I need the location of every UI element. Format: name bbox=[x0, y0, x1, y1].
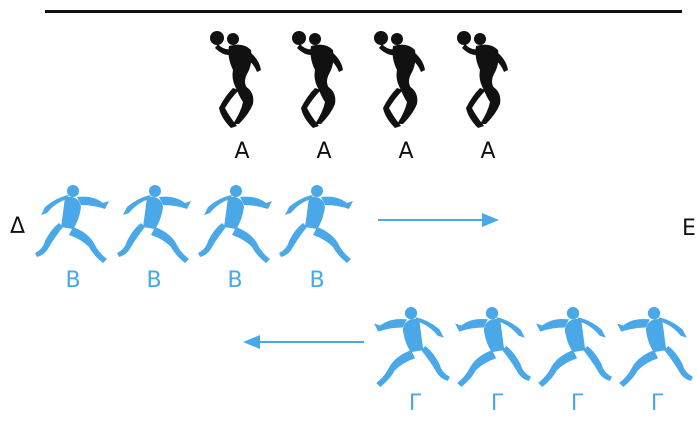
row-a-label: A bbox=[316, 139, 332, 164]
row-b-label: B bbox=[309, 268, 325, 293]
row-c-label: Γ bbox=[490, 391, 504, 416]
row-a-label: A bbox=[234, 139, 250, 164]
runner-icon bbox=[277, 183, 357, 263]
runner-icon bbox=[613, 305, 695, 387]
arrow-icon bbox=[378, 211, 500, 229]
side-label-left: Δ bbox=[10, 214, 26, 239]
discus-thrower-icon bbox=[450, 28, 520, 130]
runner-icon bbox=[532, 305, 614, 387]
row-c-label: Γ bbox=[650, 391, 664, 416]
row-b-label: B bbox=[227, 268, 243, 293]
row-b-label: B bbox=[146, 268, 162, 293]
arrow-icon bbox=[242, 333, 364, 351]
discus-thrower-icon bbox=[203, 28, 273, 130]
runner-icon bbox=[196, 183, 276, 263]
runner-icon bbox=[33, 183, 113, 263]
runner-icon bbox=[370, 305, 452, 387]
row-b-label: B bbox=[65, 268, 81, 293]
top-divider bbox=[45, 10, 682, 13]
runner-icon bbox=[451, 305, 533, 387]
discus-thrower-icon bbox=[285, 28, 355, 130]
runner-icon bbox=[115, 183, 195, 263]
row-a-label: A bbox=[480, 139, 496, 164]
row-a-label: A bbox=[398, 139, 414, 164]
row-c-label: Γ bbox=[408, 391, 422, 416]
side-label-right: E bbox=[682, 216, 696, 241]
row-c-label: Γ bbox=[570, 391, 584, 416]
discus-thrower-icon bbox=[367, 28, 437, 130]
